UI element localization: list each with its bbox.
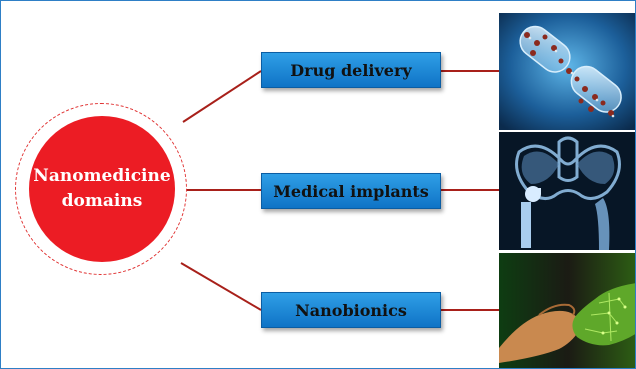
hub-label: Nanomedicine domains	[33, 164, 170, 214]
human-robot-handshake-image	[499, 253, 635, 368]
hip-implant-xray-image	[499, 132, 635, 250]
hub-label-line2: domains	[61, 191, 143, 211]
connector-drug-delivery	[182, 70, 262, 123]
connector-nanobionics	[180, 262, 262, 311]
hub-node: Nanomedicine domains	[29, 116, 175, 262]
hub-label-line1: Nanomedicine	[33, 166, 171, 186]
branch-medical-implants: Medical implants	[261, 173, 441, 209]
branch-nanobionics: Nanobionics	[261, 292, 441, 328]
branch-drug-delivery: Drug delivery	[261, 52, 441, 88]
nanoparticle-capsule-image	[499, 13, 635, 130]
